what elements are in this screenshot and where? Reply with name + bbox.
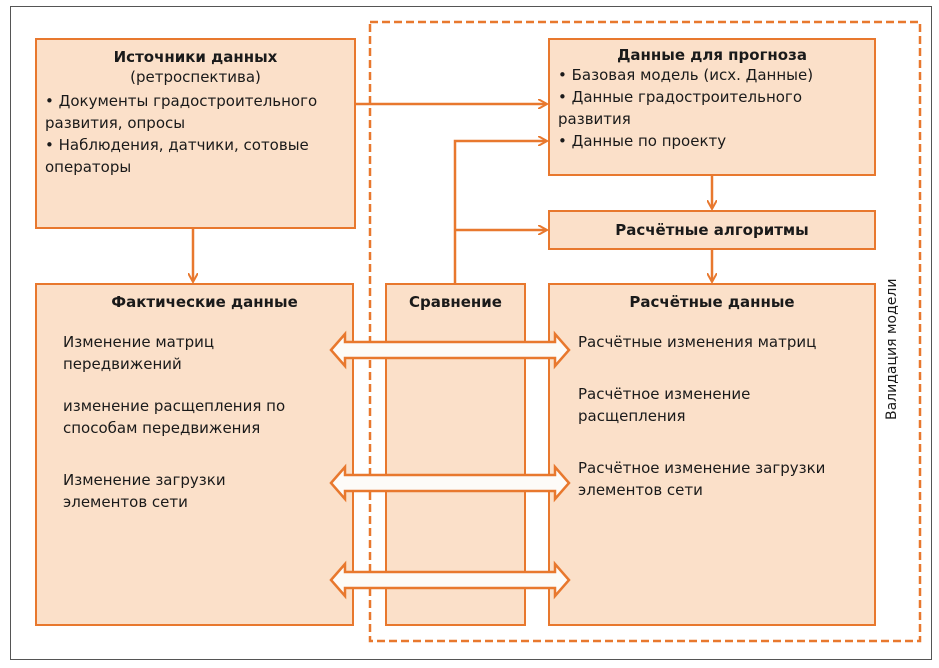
double-arrow [329, 463, 571, 503]
double-arrow [329, 330, 571, 370]
sources-subtitle: (ретроспектива) [130, 68, 261, 86]
actual-box: Фактические данные Изменение матриц пере… [35, 283, 354, 626]
forecast-item: • Данные градостроительного развития [558, 88, 802, 128]
computed-item: Расчётное изменение расщепления [578, 385, 751, 425]
sources-item: • Документы градостроительного развития,… [45, 92, 318, 132]
forecast-title: Данные для прогноза [617, 46, 807, 64]
sources-box: Источники данных (ретроспектива) • Докум… [35, 38, 356, 229]
forecast-item: • Базовая модель (исх. Данные) [558, 66, 814, 84]
computed-title: Расчётные данные [629, 293, 795, 311]
comparison-box: Сравнение [385, 283, 526, 626]
actual-title: Фактические данные [111, 293, 298, 311]
computed-item: Расчётное изменение загрузки элементов с… [578, 459, 826, 499]
computed-item: Расчётные изменения матриц [578, 333, 817, 351]
forecast-box: Данные для прогноза • Базовая модель (ис… [548, 38, 876, 176]
double-arrow [329, 560, 571, 600]
actual-item: изменение расщепления по способам передв… [63, 397, 286, 437]
comparison-title: Сравнение [409, 293, 502, 311]
arrow-comparison-to-forecast [453, 141, 546, 283]
actual-item: Изменение матриц передвижений [63, 333, 215, 373]
algorithms-box: Расчётные алгоритмы [548, 210, 876, 250]
actual-item: Изменение загрузки элементов сети [63, 471, 226, 511]
sources-item: • Наблюдения, датчики, сотовые операторы [45, 136, 309, 176]
computed-box: Расчётные данные Расчётные изменения мат… [548, 283, 876, 626]
algorithms-title: Расчётные алгоритмы [615, 221, 809, 239]
forecast-item: • Данные по проекту [558, 132, 727, 150]
sources-title: Источники данных [113, 48, 278, 66]
